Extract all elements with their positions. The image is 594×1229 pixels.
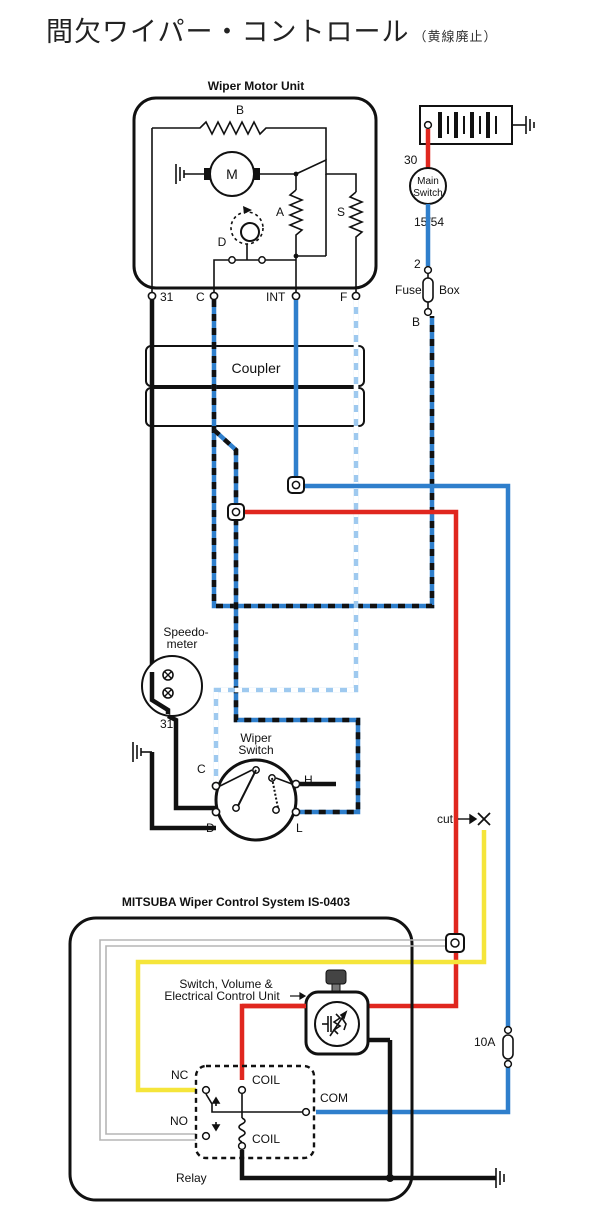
- black-wire-relay-ground: [239, 1150, 496, 1181]
- relay-com-label: COM: [320, 1091, 348, 1105]
- relay-label: Relay: [176, 1171, 207, 1185]
- contact-d-label: D: [218, 235, 227, 249]
- wiper-switch: Wiper Switch C H D L: [197, 731, 313, 842]
- terminal-f-label: F: [340, 290, 347, 304]
- battery: [419, 105, 535, 145]
- control-unit-label-2: Electrical Control Unit: [164, 989, 280, 1003]
- main-switch-in-label: 30: [404, 153, 418, 167]
- control-system-heading: MITSUBA Wiper Control System IS-0403: [122, 895, 350, 909]
- cut-label: cut: [437, 812, 454, 826]
- main-switch-label-1: Main: [417, 176, 439, 187]
- black-wire-ground: [149, 752, 216, 831]
- cut-arrow-icon: [458, 813, 478, 825]
- page-title: 間欠ワイパー・コントロール（黄線廃止）: [46, 10, 497, 49]
- motor-brush-right: [254, 168, 260, 180]
- wiper-switch-h-label: H: [304, 773, 313, 787]
- cut-x-icon: [477, 812, 491, 826]
- wire-f-lightblue: [213, 300, 359, 784]
- fuse-box-in-label: 2: [414, 257, 421, 271]
- relay-nc-label: NC: [171, 1068, 189, 1082]
- motor-internal-wiring: [151, 128, 365, 296]
- wire-c-blue-black: [211, 300, 435, 609]
- cam-arrow-icon: [243, 206, 252, 214]
- wiper-switch-label-2: Switch: [238, 743, 273, 757]
- relay-coil-top-label: COIL: [252, 1073, 280, 1087]
- control-unit-arrow-icon: [290, 991, 307, 1001]
- wire-d-black-blue: [212, 428, 361, 815]
- relay-no-label: NO: [170, 1114, 188, 1128]
- terminal-int: [291, 291, 301, 301]
- fuse-box-out-label: B: [412, 315, 420, 329]
- fuse-box-right-label: Box: [439, 283, 460, 297]
- junction-dot: [293, 253, 299, 259]
- fuse-box-fuse: [422, 277, 434, 303]
- title-note: （黄線廃止）: [413, 30, 498, 45]
- resistor-b-label: B: [236, 103, 244, 117]
- black-wire-speedometer: [149, 672, 171, 714]
- coupler: Coupler: [145, 345, 365, 427]
- control-system-frame: [68, 916, 414, 1202]
- fuse-10a: 10A: [474, 1025, 514, 1069]
- blue-wire-to-com: [316, 1064, 511, 1115]
- title-main: 間欠ワイパー・コントロール: [46, 17, 410, 48]
- ground-icon: [175, 164, 206, 184]
- terminal-31-label: 31: [160, 290, 174, 304]
- motor-label: M: [226, 166, 238, 182]
- black-wire-switch: [166, 713, 216, 811]
- relay-coil-bottom-label: COIL: [252, 1132, 280, 1146]
- junction-dot: [293, 171, 299, 177]
- control-system: MITSUBA Wiper Control System IS-0403 Swi…: [68, 895, 465, 1202]
- terminal-int-label: INT: [266, 290, 286, 304]
- red-wire-control: [236, 509, 459, 1080]
- wiper-switch-c-label: C: [197, 762, 206, 776]
- fuse-box-left-label: Fuse: [395, 283, 422, 297]
- speedometer-label-1: Speedo-: [163, 625, 208, 639]
- wiper-switch-label-1: Wiper: [240, 731, 271, 745]
- wiper-switch-l-label: L: [296, 821, 303, 835]
- terminal-f: [351, 291, 361, 301]
- resistor-a-label: A: [276, 205, 284, 219]
- contact-d-left: [228, 256, 236, 264]
- speedometer-label-2: meter: [167, 637, 198, 651]
- speedometer-terminal-label: 31: [160, 717, 174, 731]
- fuse-10a-label: 10A: [474, 1035, 495, 1049]
- terminal-31: [147, 291, 157, 301]
- control-unit-label-1: Switch, Volume &: [179, 977, 272, 991]
- terminal-c-label: C: [196, 290, 205, 304]
- connector-control: [445, 933, 465, 953]
- contact-d-right: [258, 256, 266, 264]
- relay-box: [194, 1064, 316, 1160]
- wiper-motor-unit-heading: Wiper Motor Unit: [208, 79, 305, 93]
- cam-disc: [240, 222, 260, 242]
- resistor-b: [152, 120, 327, 160]
- wiper-motor-unit-frame: [132, 96, 378, 290]
- volume-knob-icon: [325, 969, 347, 985]
- ground-icon: [495, 1168, 505, 1188]
- junction-dot: [386, 1174, 394, 1182]
- wiper-motor-unit: Wiper Motor Unit M B: [132, 79, 378, 304]
- ground-icon: [132, 742, 152, 762]
- capacitor-resistor-icon: [322, 1010, 348, 1037]
- coupler-label: Coupler: [231, 360, 280, 376]
- terminal-c: [209, 291, 219, 301]
- connector-red: [227, 503, 245, 521]
- motor-brush-left: [204, 168, 210, 180]
- fuse-box-in-terminal: [423, 265, 433, 275]
- yellow-wire: [135, 830, 487, 1093]
- blue-wire-to-10a: [296, 483, 511, 1030]
- main-switch-label-2: Switch: [413, 188, 442, 199]
- resistor-s-label: S: [337, 205, 345, 219]
- wiper-switch-d-label: D: [206, 821, 215, 835]
- connector-int: [287, 476, 305, 494]
- fuse-box-out-terminal: [423, 307, 433, 317]
